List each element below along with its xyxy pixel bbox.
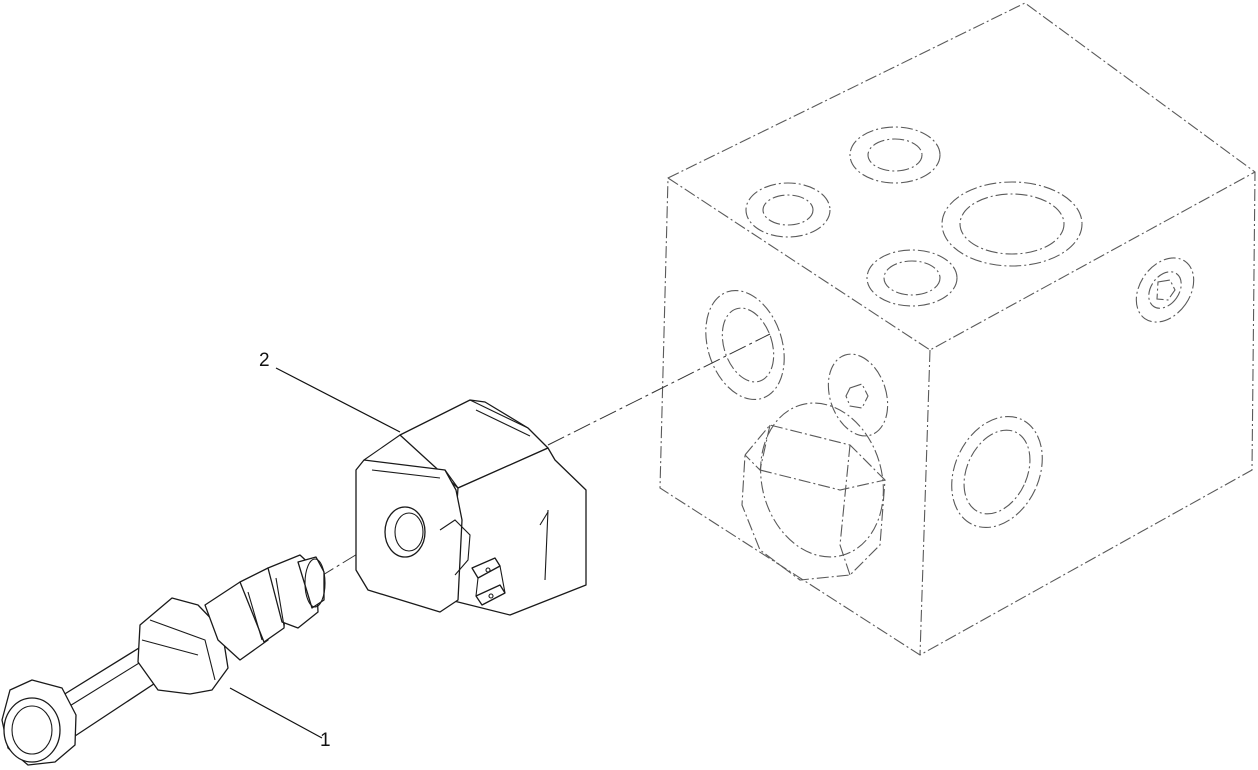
leader-line-item1 <box>229 687 323 739</box>
leader-line-item2 <box>275 367 401 433</box>
callout-label-2: 2 <box>259 350 270 371</box>
hex-plug-phantom <box>741 402 886 581</box>
front-face-ports <box>705 289 1043 529</box>
top-face-ports <box>745 126 1083 307</box>
right-face-plug <box>1135 257 1195 323</box>
callout-label-1: 1 <box>320 730 331 751</box>
solenoid-coil <box>355 399 587 616</box>
valve-cartridge <box>1 554 326 766</box>
manifold-block-phantom <box>659 2 1256 656</box>
